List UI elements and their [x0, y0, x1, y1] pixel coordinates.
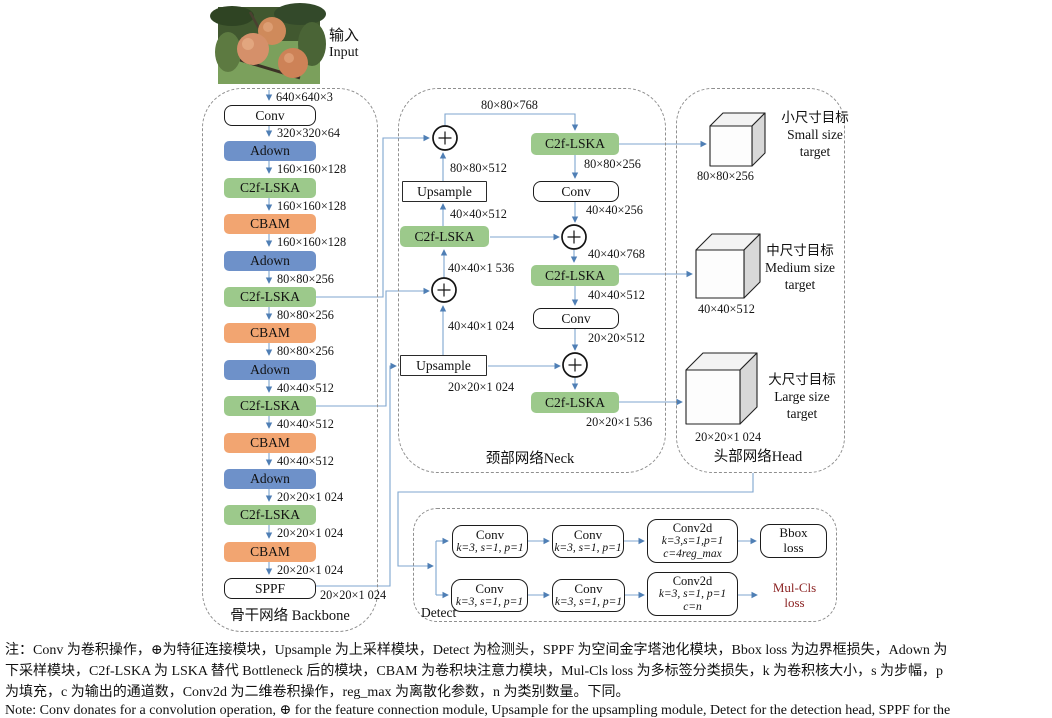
dim-label-small-cube: 80×80×256: [697, 169, 754, 183]
backbone-layer-c2f-lska: C2f-LSKA: [224, 396, 316, 416]
dim-label: 40×40×512: [277, 417, 334, 431]
detect-bbox-loss: Bbox loss: [760, 524, 827, 558]
backbone-layer-c2f-lska: C2f-LSKA: [224, 178, 316, 198]
backbone-layer-adown: Adown: [224, 469, 316, 489]
dim-label: 20×20×1 024: [448, 380, 515, 394]
neck-c2f-top: C2f-LSKA: [531, 133, 619, 155]
head-title: 头部网络Head: [713, 449, 803, 465]
backbone-layer-cbam: CBAM: [224, 323, 316, 343]
dim-label: 80×80×256: [277, 272, 334, 286]
dim-label: 160×160×128: [277, 199, 347, 213]
dim-label: 160×160×128: [277, 235, 347, 249]
medium-target-label-en: Medium size: [764, 260, 836, 275]
dim-label: 40×40×512: [588, 288, 645, 302]
dim-label: 40×40×512: [277, 454, 334, 468]
backbone-layer-cbam: CBAM: [224, 433, 316, 453]
dim-label-sppf-out: 20×20×1 024: [320, 588, 387, 602]
neck-conv-mid: Conv: [533, 308, 619, 329]
medium-target-label-en: target: [784, 277, 816, 292]
concat-node-3: [561, 224, 587, 250]
concat-node-1: [432, 125, 458, 151]
dim-label: 20×20×1 024: [277, 490, 344, 504]
detect-label: Detect: [421, 605, 457, 620]
dim-label: 20×20×512: [588, 331, 645, 345]
dim-label: 40×40×512: [277, 381, 334, 395]
dim-label-large-cube: 20×20×1 024: [695, 430, 762, 444]
backbone-region: [202, 88, 378, 632]
detect-mulcls-loss: Mul-Cls loss: [761, 579, 828, 613]
dim-label: 20×20×1 536: [586, 415, 653, 429]
input-label-cn: 输入: [329, 28, 360, 44]
dim-label: 40×40×1 024: [448, 319, 515, 333]
input-label-en: Input: [329, 45, 359, 60]
dim-label-medium-cube: 40×40×512: [698, 302, 755, 316]
feature-cube-large: [685, 352, 758, 425]
detect-conv-2b: Conv k=3, s=1, p=1: [552, 579, 625, 612]
dim-label: 40×40×256: [586, 203, 643, 217]
small-target-label-cn: 小尺寸目标: [781, 110, 849, 125]
large-target-label-en: Large size: [774, 389, 830, 404]
dim-label: 80×80×256: [277, 308, 334, 322]
dim-label: 20×20×1 024: [277, 526, 344, 540]
backbone-layer-conv: Conv: [224, 105, 316, 126]
detect-conv2d-1: Conv2d k=3,s=1,p=1 c=4reg_max: [647, 519, 738, 563]
neck-c2f-bot: C2f-LSKA: [531, 392, 619, 413]
detect-conv2d-2: Conv2d k=3, s=1, p=1 c=n: [647, 572, 738, 616]
dim-label: 20×20×1 024: [277, 563, 344, 577]
footnote-cn-line2: 下采样模块，C2f-LSKA 为 LSKA 替代 Bottleneck 后的模块…: [5, 664, 944, 679]
medium-target-label-cn: 中尺寸目标: [766, 243, 834, 258]
detect-conv-1a: Conv k=3, s=1, p=1: [452, 525, 528, 558]
detect-conv-2a: Conv k=3, s=1, p=1: [451, 579, 528, 612]
dim-label: 160×160×128: [277, 162, 347, 176]
backbone-layer-adown: Adown: [224, 360, 316, 380]
input-dim-label: 640×640×3: [276, 90, 333, 104]
small-target-label-en: target: [799, 144, 831, 159]
dim-label: 40×40×512: [450, 207, 507, 221]
feature-cube-small: [709, 112, 766, 167]
neck-c2f-left: C2f-LSKA: [400, 226, 489, 247]
detect-region: [413, 508, 837, 622]
neck-conv-top: Conv: [533, 181, 619, 202]
backbone-layer-cbam: CBAM: [224, 542, 316, 562]
dim-label: 80×80×768: [481, 98, 538, 112]
large-target-label-en: target: [786, 406, 818, 421]
backbone-layer-c2f-lska: C2f-LSKA: [224, 287, 316, 307]
backbone-layer-adown: Adown: [224, 251, 316, 271]
backbone-title: 骨干网络 Backbone: [230, 608, 350, 624]
footnote-cn-line1: 注：Conv 为卷积操作，⊕为特征连接模块，Upsample 为上采样模块，De…: [5, 643, 948, 658]
footnote-cn-line3: 为填充，c 为输出的通道数，Conv2d 为二维卷积操作，reg_max 为离散…: [5, 685, 630, 700]
neck-c2f-mid: C2f-LSKA: [531, 265, 619, 286]
backbone-layer-c2f-lska: C2f-LSKA: [224, 505, 316, 525]
neck-region: [398, 88, 666, 473]
footnote-en-line1: Note: Conv donates for a convolution ope…: [5, 703, 951, 718]
concat-node-4: [562, 352, 588, 378]
head-region: [676, 88, 845, 473]
neck-upsample-1: Upsample: [402, 181, 487, 202]
dim-label: 80×80×256: [277, 344, 334, 358]
detect-conv-1b: Conv k=3, s=1, p=1: [552, 525, 624, 558]
feature-cube-medium: [695, 233, 761, 299]
dim-label: 80×80×256: [584, 157, 641, 171]
backbone-layer-sppf: SPPF: [224, 578, 316, 599]
dim-label: 320×320×64: [277, 126, 341, 140]
dim-label: 80×80×512: [450, 161, 507, 175]
concat-node-2: [431, 277, 457, 303]
dim-label: 40×40×1 536: [448, 261, 515, 275]
large-target-label-cn: 大尺寸目标: [768, 372, 836, 387]
neck-title: 颈部网络Neck: [485, 451, 575, 467]
dim-label: 40×40×768: [588, 247, 645, 261]
backbone-layer-adown: Adown: [224, 141, 316, 161]
backbone-layer-cbam: CBAM: [224, 214, 316, 234]
small-target-label-en: Small size: [787, 127, 843, 142]
neck-upsample-2: Upsample: [400, 355, 487, 376]
